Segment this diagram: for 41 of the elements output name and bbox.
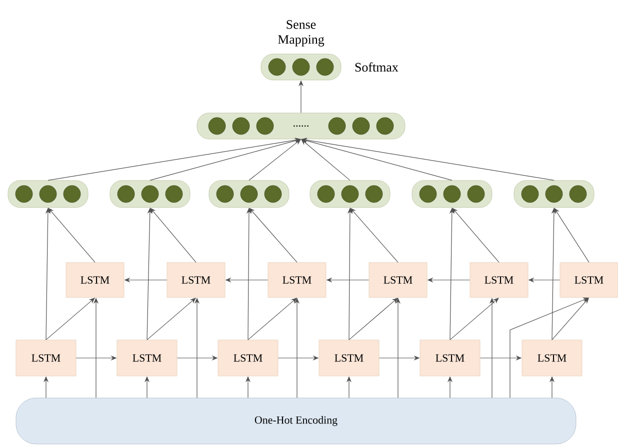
arrow (350, 208, 398, 263)
neuron-layer (110, 180, 190, 208)
lstm-cell: LSTM (470, 262, 528, 298)
lstm-cell: LSTM (522, 340, 582, 376)
lstm-cell: LSTM (268, 262, 326, 298)
neuron-layer (412, 180, 492, 208)
arrow (248, 298, 297, 340)
lstm-cell: LSTM (560, 262, 618, 298)
input-layer: One-Hot Encoding (16, 398, 576, 444)
arrow (248, 139, 301, 181)
arrow (552, 298, 589, 340)
lstm-cell: LSTM (318, 340, 380, 376)
arrow (301, 138, 554, 181)
lstm-cell: LSTM (368, 262, 428, 298)
arrow (150, 208, 196, 263)
arrow (510, 298, 589, 398)
arrow (301, 138, 452, 181)
arrow (48, 138, 301, 181)
lstm-cell: LSTM (218, 340, 278, 376)
lstm-cell: LSTM (16, 340, 76, 376)
layer-label: Softmax (355, 62, 398, 72)
neuron-layer (310, 180, 390, 208)
lstm-cell: LSTM (66, 262, 124, 298)
arrow (46, 298, 95, 340)
arrow (348, 298, 398, 340)
arrow (301, 139, 350, 181)
neuron-layer (260, 54, 342, 80)
neuron-layer (8, 180, 88, 208)
lstm-cell: LSTM (116, 340, 178, 376)
arrow (452, 208, 500, 263)
arrow (48, 208, 96, 263)
layer-title: Sense Mapping (278, 20, 324, 46)
neuron-layer (514, 180, 594, 208)
arrow (249, 208, 298, 263)
arrow (150, 138, 301, 181)
neuron-layer: ...... (196, 112, 406, 140)
neuron-layer (208, 180, 290, 208)
lstm-cell: LSTM (166, 262, 226, 298)
arrow (146, 298, 196, 340)
arrow (450, 298, 499, 340)
lstm-cell: LSTM (420, 340, 480, 376)
